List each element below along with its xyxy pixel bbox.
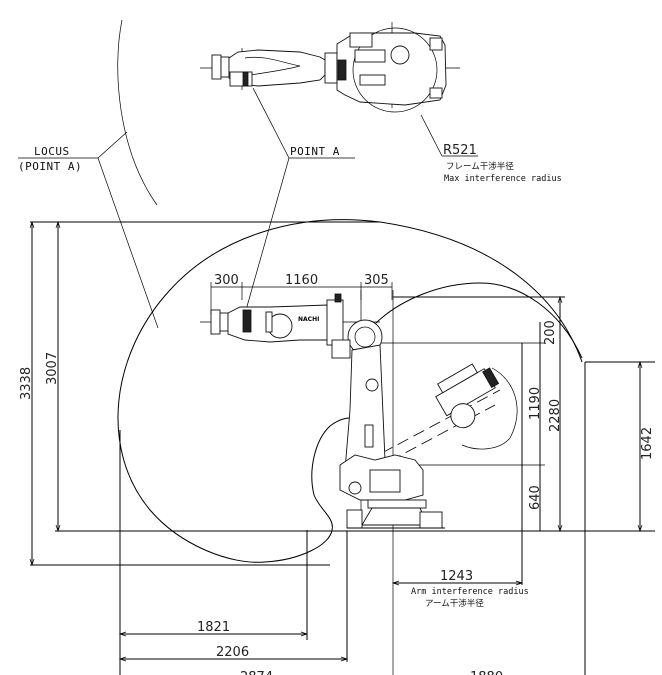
side-upper-arm	[344, 344, 386, 471]
side-upper-arm-rod	[364, 424, 374, 448]
arrow-1821-right	[300, 631, 309, 637]
side-wrist-flange	[210, 309, 221, 335]
top-view-flange-ring	[220, 56, 230, 78]
side-elbow-motor	[331, 339, 351, 359]
dim-2280: 2280	[548, 399, 563, 432]
side-j1-motor	[369, 469, 401, 493]
side-wrist-ring	[219, 312, 229, 332]
dim-1243: 1243	[440, 569, 473, 584]
point-a-leader-top	[252, 87, 290, 159]
arrow-3007-bottom	[55, 524, 61, 533]
top-view-wrist-motor-detail	[242, 71, 249, 87]
side-base-pedestal	[361, 507, 429, 526]
top-view-wrist-motor	[229, 71, 253, 87]
arm-swing-arc	[461, 367, 518, 450]
dim-1821: 1821	[197, 620, 230, 635]
locus-leader-top	[97, 131, 128, 159]
locus-label-line2: (POINT A)	[18, 160, 82, 173]
dim-cut-left: 2874	[240, 670, 273, 675]
arrow-1821-left	[118, 631, 127, 637]
r521-leader	[420, 114, 443, 157]
top-view-locus-arc	[117, 19, 158, 206]
top-view-motor-box	[349, 32, 373, 48]
arrow-2206-left	[118, 656, 127, 662]
side-view-tilted-wrist	[435, 363, 500, 429]
side-view-robot: NACHI	[210, 293, 500, 529]
nachi-logo: NACHI	[298, 316, 319, 323]
point-a-leader-bottom	[245, 157, 290, 311]
r521-en-label: Max interference radius	[444, 174, 562, 184]
side-turntable	[367, 499, 427, 509]
dim-left-vertical: 3338 3007	[19, 222, 60, 565]
r521-jp-label: フレーム干渉半径	[446, 161, 514, 172]
locus-leader-bottom	[97, 157, 159, 329]
top-view-cable-block	[337, 59, 347, 81]
tilted-wrist-top	[437, 363, 478, 394]
side-upper-arm-joint	[365, 378, 379, 392]
top-view-gear-box	[354, 49, 386, 63]
side-elbow-top-detail	[334, 293, 342, 303]
side-wrist-motor	[242, 309, 252, 333]
top-view-axis-hub	[390, 45, 410, 65]
tilted-wrist-joint	[450, 403, 476, 429]
top-view-flange	[211, 54, 222, 80]
top-view-r521-circle	[352, 27, 438, 113]
dim-2206: 2206	[216, 645, 249, 660]
arrow-2206-right	[340, 656, 349, 662]
arrow-1642-top	[637, 360, 643, 369]
top-view-forearm-contour	[244, 56, 301, 76]
arrow-2280-bottom	[557, 524, 563, 533]
dim-right-vertical: 200 1190 640 2280 1642	[521, 297, 655, 675]
arrow-3007-top	[55, 220, 61, 229]
dim-300: 300	[214, 273, 239, 288]
dim-1160: 1160	[285, 273, 318, 288]
top-view-elbow-flange	[324, 52, 338, 84]
dim-305: 305	[364, 273, 389, 288]
side-base-left-block	[346, 509, 363, 529]
work-envelope-inner	[375, 282, 583, 359]
side-base-right-block	[419, 511, 443, 529]
top-view-connector-1	[429, 37, 443, 51]
locus-label-line1: LOCUS	[34, 145, 70, 158]
dim-bottom-horizontal: 1243 Arm interference radius アーム干渉半径 182…	[119, 430, 529, 675]
arrow-1243-left	[391, 580, 400, 586]
work-envelope-outer	[117, 219, 583, 563]
dim-1190: 1190	[528, 387, 543, 420]
top-view-gear-box-2	[359, 74, 386, 86]
dim-3007: 3007	[45, 352, 60, 385]
arm-interference-jp: アーム干渉半径	[425, 598, 484, 609]
dim-top-horizontal: 300 1160 305	[210, 273, 393, 315]
top-view-robot	[117, 19, 460, 206]
arrow-3338-top	[29, 220, 35, 229]
side-elbow-flange	[326, 299, 344, 346]
tilted-wrist-flange	[482, 367, 500, 389]
side-elbow-gear	[354, 326, 376, 348]
arrow-1243-right	[515, 580, 524, 586]
point-a-label: POINT A	[290, 145, 340, 158]
dim-1642: 1642	[640, 427, 655, 460]
locus-callout: LOCUS (POINT A)	[18, 131, 159, 329]
arrow-3338-bottom	[29, 558, 35, 567]
dim-cut-right: 1880	[470, 670, 503, 675]
dim-3338: 3338	[19, 367, 34, 400]
dimension-arrows	[29, 220, 643, 662]
side-forearm-flange	[265, 311, 273, 333]
arrow-1642-bottom	[637, 524, 643, 533]
dim-640: 640	[528, 485, 543, 510]
point-a-callout: POINT A	[245, 87, 355, 311]
side-shoulder-joint	[348, 481, 362, 495]
arm-interference-en: Arm interference radius	[411, 587, 529, 597]
arrow-2280-top	[557, 295, 563, 304]
r521-callout: R521 フレーム干渉半径 Max interference radius	[420, 114, 562, 184]
r521-value: R521	[443, 143, 477, 158]
dim-200: 200	[543, 320, 558, 345]
top-view-connector-2	[429, 87, 443, 99]
